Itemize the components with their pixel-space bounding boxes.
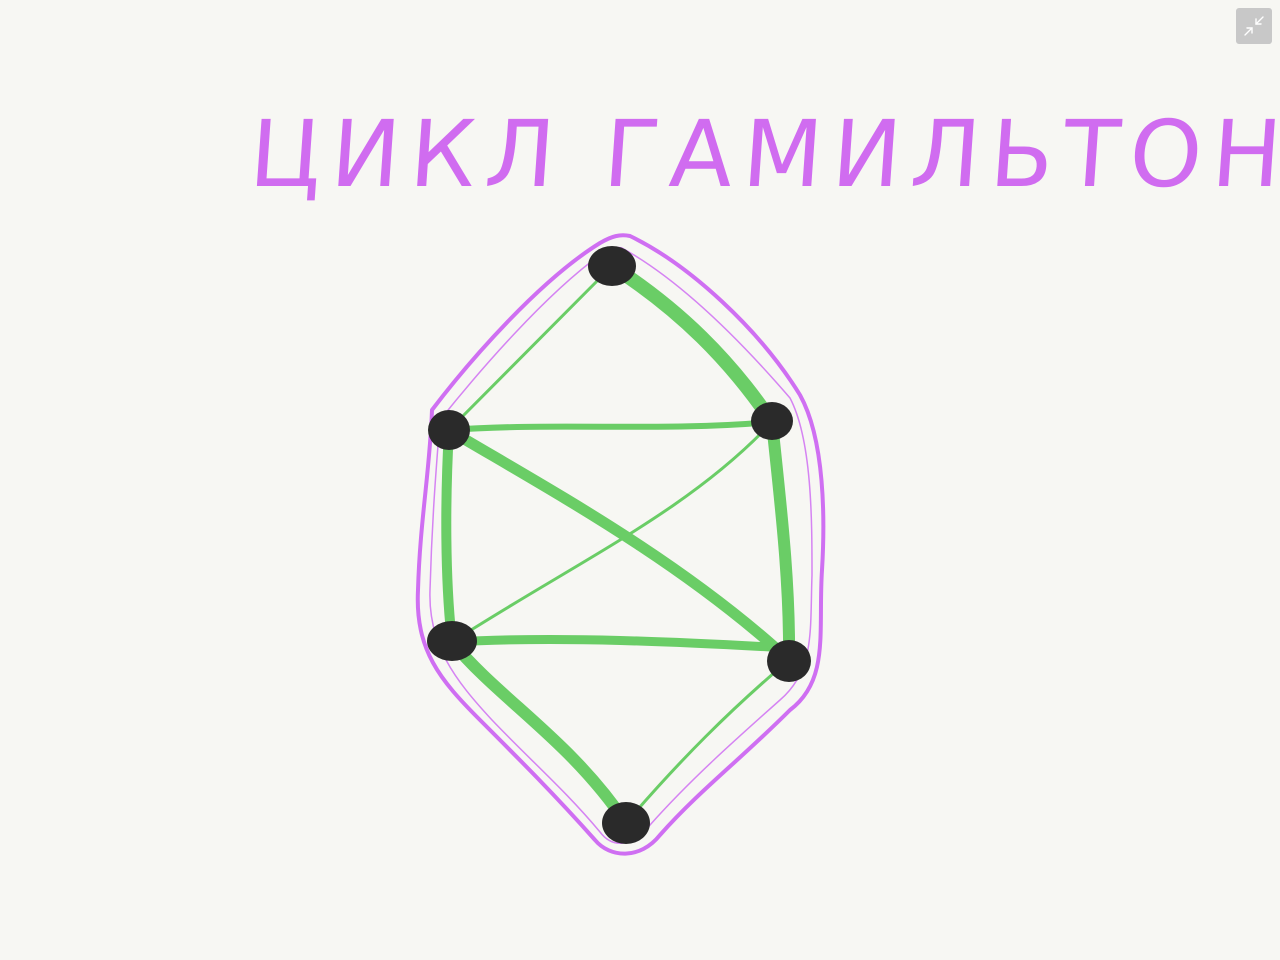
exit-fullscreen-icon [1244,16,1264,36]
graph-edge [447,264,614,432]
graph-edge-cycle [605,259,779,429]
graph-vertex [767,640,811,682]
graph-edge-cycle [766,416,796,666]
exit-fullscreen-button[interactable] [1236,8,1272,44]
graph-vertex [588,246,636,286]
graph-edge-cycle [443,424,795,666]
graph-vertex [427,621,477,661]
graph-edge [447,635,794,653]
graph-edge [446,419,775,433]
graph-edge [624,658,791,825]
graph-edge-cycle [441,425,457,647]
graph-vertex [428,410,470,450]
graph-vertex [751,402,793,440]
graph-vertex [602,802,650,844]
cycle-outline-inner [429,246,813,844]
graph-edge-cycle [446,636,632,829]
cycle-outline-outer [415,233,826,856]
